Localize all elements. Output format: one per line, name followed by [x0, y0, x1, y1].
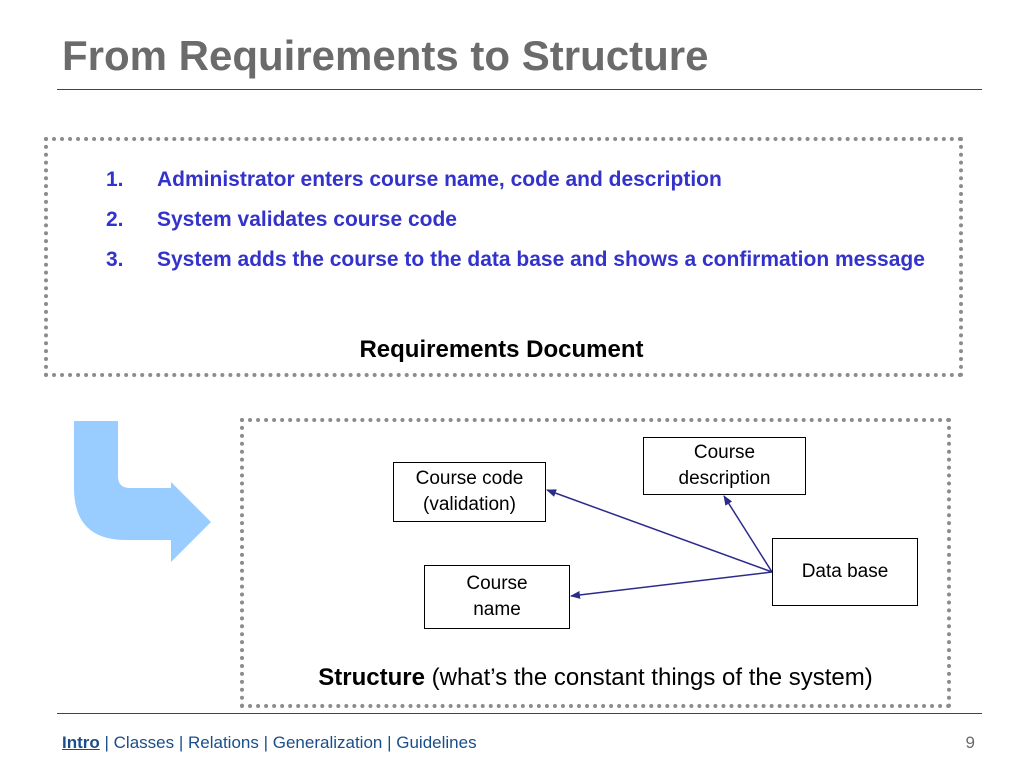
nav-separator: |: [174, 733, 188, 752]
requirement-number: 2.: [106, 208, 124, 231]
requirement-item: 1. Administrator enters course name, cod…: [106, 160, 926, 200]
nav-link-generalization[interactable]: Generalization: [272, 733, 383, 752]
requirement-text: Administrator enters course name, code a…: [157, 168, 722, 191]
bent-down-right-arrow-icon: [74, 421, 211, 562]
requirement-number: 3.: [106, 248, 124, 271]
page-number: 9: [965, 733, 975, 752]
nav-separator: |: [99, 733, 114, 752]
structure-caption-bold: Structure: [318, 664, 425, 691]
entity-course-code: Course code (validation): [393, 462, 546, 522]
title-divider: [57, 89, 982, 90]
entity-label: Course: [693, 442, 756, 463]
entity-label: description: [678, 468, 771, 489]
footer-navigation: Intro | Classes | Relations | Generaliza…: [62, 733, 477, 753]
entity-label: name: [473, 599, 521, 620]
nav-separator: |: [258, 733, 273, 752]
requirement-number: 1.: [106, 168, 124, 191]
requirements-caption: Requirements Document: [359, 336, 644, 363]
nav-link-guidelines[interactable]: Guidelines: [396, 733, 477, 752]
structure-caption: Structure (what’s the constant things of…: [240, 664, 951, 692]
structure-caption-rest: (what’s the constant things of the syste…: [424, 664, 873, 691]
entity-course-description: Course description: [643, 437, 806, 495]
slide-title: From Requirements to Structure: [62, 32, 709, 79]
nav-link-intro[interactable]: Intro: [62, 733, 100, 752]
entity-label: Course: [466, 573, 528, 594]
connector-to-course-name: [570, 571, 773, 599]
requirement-text: System adds the course to the data base …: [157, 248, 925, 271]
entity-label: Course code: [415, 468, 524, 489]
requirements-box: [44, 137, 963, 377]
nav-link-relations[interactable]: Relations: [188, 733, 259, 752]
requirement-item: 2. System validates course code: [106, 200, 926, 240]
footer-divider: [57, 713, 982, 714]
requirements-list: 1. Administrator enters course name, cod…: [106, 160, 926, 280]
entity-course-name: Course name: [424, 565, 570, 629]
connector-to-course-description: [723, 495, 773, 573]
requirement-text: System validates course code: [157, 208, 457, 231]
entity-label: (validation): [423, 494, 516, 515]
connector-to-course-code: [546, 489, 773, 573]
entity-label: Data base: [801, 561, 889, 582]
entity-data-base: Data base: [772, 538, 918, 606]
requirement-item: 3. System adds the course to the data ba…: [106, 240, 926, 280]
nav-separator: |: [382, 733, 397, 752]
structure-box: [240, 418, 951, 708]
nav-link-classes[interactable]: Classes: [113, 733, 175, 752]
